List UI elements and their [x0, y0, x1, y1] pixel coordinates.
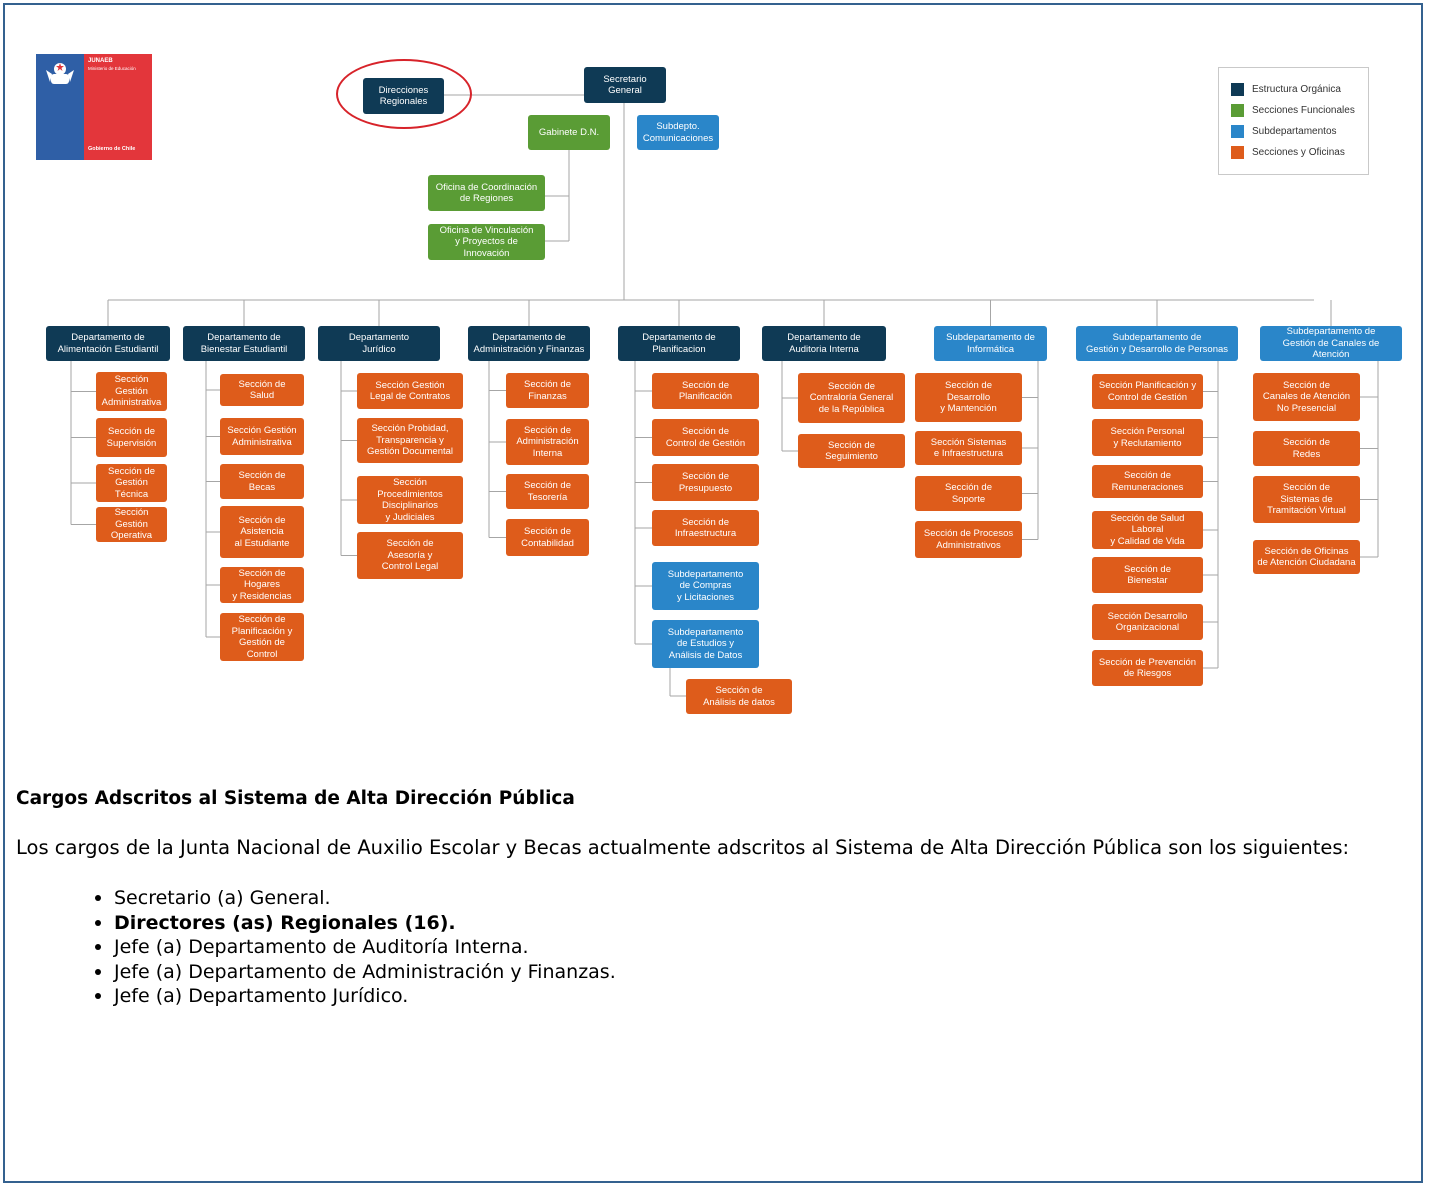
box-section: Sección de Planificación y Gestión de Co… — [220, 613, 304, 661]
box-section: Sección Gestión Administrativa — [220, 418, 304, 455]
list-item-text: Secretario (a) General. — [114, 887, 331, 909]
box-section: Sección Procedimientos Disciplinarios y … — [357, 476, 463, 524]
box-section-analisis: Sección de Análisis de datos — [686, 679, 792, 714]
box-section: Sección de Salud — [220, 374, 304, 406]
list-item-text: Jefe (a) Departamento de Auditoría Inter… — [114, 936, 529, 958]
logo-ministry: Ministerio de Educación — [88, 66, 136, 71]
box-section: Sección de Tesorería — [506, 474, 589, 509]
box-section: Sección de Procesos Administrativos — [915, 521, 1022, 558]
box-department: Departamento de Auditoria Interna — [762, 326, 886, 361]
box-section: Sección de Seguimiento — [798, 434, 905, 468]
section-paragraph: Los cargos de la Junta Nacional de Auxil… — [16, 836, 1350, 859]
box-section: Sección de Hogares y Residencias — [220, 567, 304, 603]
box-section: Sección de Contabilidad — [506, 519, 589, 556]
list-item: Directores (as) Regionales (16). — [16, 911, 1411, 936]
box-section: Sección de Contraloría General de la Rep… — [798, 373, 905, 423]
legend-item: Secciones y Oficinas — [1231, 145, 1345, 159]
box-department: Subdepartamento de Gestión y Desarrollo … — [1076, 326, 1238, 361]
box-department: Departamento de Bienestar Estudiantil — [183, 326, 305, 361]
box-section: Sección de Planificación — [652, 373, 759, 409]
box-section: Sección de Canales de Atención No Presen… — [1253, 373, 1360, 421]
list-item-text: Jefe (a) Departamento de Administración … — [114, 960, 616, 983]
box-department: Departamento Jurídico — [318, 326, 440, 361]
box-department: Subdepartamento de Informática — [934, 326, 1047, 361]
box-section: Sección Gestión Administrativa — [96, 372, 167, 411]
box-subdepto-comunicaciones: Subdepto. Comunicaciones — [637, 115, 719, 150]
logo-blue-panel — [36, 54, 84, 160]
box-section: Sección de Sistemas de Tramitación Virtu… — [1253, 476, 1360, 523]
bullet-icon — [95, 895, 101, 901]
legend-item: Secciones Funcionales — [1231, 103, 1355, 117]
legend-item: Estructura Orgánica — [1231, 82, 1341, 96]
box-section: Sección de Gestión Técnica — [96, 464, 167, 502]
list-item-text: Directores (as) Regionales (16). — [114, 911, 456, 934]
box-section: Sección de Asistencia al Estudiante — [220, 506, 304, 558]
box-gabinete: Gabinete D.N. — [528, 115, 610, 150]
legend-swatch — [1231, 145, 1244, 159]
box-section: Sección Probidad, Transparencia y Gestió… — [357, 418, 463, 463]
bullet-icon — [95, 968, 101, 975]
box-section: Sección de Becas — [220, 464, 304, 499]
box-section: Sección de Presupuesto — [652, 464, 759, 501]
legend-label: Secciones Funcionales — [1252, 104, 1355, 116]
positions-list: Secretario (a) General. Directores (as) … — [16, 886, 1411, 1009]
list-item: Jefe (a) Departamento de Administración … — [16, 960, 1411, 985]
box-section: Sección Desarrollo Organizacional — [1092, 604, 1203, 640]
logo-title: JUNAEB — [88, 58, 113, 64]
box-section: Sección de Soporte — [915, 476, 1022, 511]
box-section: Sección de Salud Laboral y Calidad de Vi… — [1092, 511, 1203, 549]
connector-lines — [70, 94, 1379, 697]
box-section: Subdepartamento de Compras y Licitacione… — [652, 562, 759, 610]
bullet-icon — [95, 919, 101, 926]
highlight-circle — [336, 59, 472, 129]
box-department: Departamento de Administración y Finanza… — [468, 326, 590, 361]
section-heading: Cargos Adscritos al Sistema de Alta Dire… — [16, 788, 575, 809]
box-section: Sección de Redes — [1253, 431, 1360, 466]
box-section: Sección Personal y Reclutamiento — [1092, 419, 1203, 456]
legend-swatch — [1231, 103, 1244, 117]
box-section: Sección de Finanzas — [506, 373, 589, 408]
legend-swatch — [1231, 124, 1244, 138]
box-department: Departamento de Planificacion — [618, 326, 740, 361]
box-oficina-coordinacion: Oficina de Coordinación de Regiones — [428, 175, 545, 211]
box-section: Sección de Infraestructura — [652, 510, 759, 546]
box-section: Sección de Oficinas de Atención Ciudadan… — [1253, 540, 1360, 574]
coat-of-arms-icon — [46, 63, 74, 84]
box-oficina-vinculacion: Oficina de Vinculación y Proyectos de In… — [428, 224, 545, 260]
box-section: Sección Gestión Legal de Contratos — [357, 373, 463, 409]
logo-footer: Gobierno de Chile — [88, 146, 136, 152]
logo-red-panel — [84, 54, 152, 160]
legend-label: Estructura Orgánica — [1252, 83, 1341, 95]
legend-label: Secciones y Oficinas — [1252, 146, 1345, 158]
bullet-icon — [95, 944, 101, 950]
box-department: Departamento de Alimentación Estudiantil — [46, 326, 170, 361]
legend-item: Subdepartamentos — [1231, 124, 1337, 138]
box-section: Subdepartamento de Estudios y Análisis d… — [652, 620, 759, 668]
box-section: Sección Gestión Operativa — [96, 507, 167, 542]
list-item-text: Jefe (a) Departamento Jurídico. — [114, 985, 409, 1007]
box-section: Sección de Prevención de Riesgos — [1092, 650, 1203, 686]
box-section: Sección de Asesoría y Control Legal — [357, 532, 463, 579]
list-item: Secretario (a) General. — [16, 886, 1411, 911]
box-section: Sección Sistemas e Infraestructura — [915, 431, 1022, 465]
box-section: Sección de Control de Gestión — [652, 419, 759, 456]
box-department: Subdepartamento de Gestión de Canales de… — [1260, 326, 1402, 361]
list-item: Jefe (a) Departamento de Auditoría Inter… — [16, 935, 1411, 960]
box-section: Sección Planificación y Control de Gesti… — [1092, 374, 1203, 409]
list-item: Jefe (a) Departamento Jurídico. — [16, 984, 1411, 1009]
box-section: Sección de Desarrollo y Mantención — [915, 373, 1022, 422]
junaeb-logo: JUNAEB Ministerio de Educación Gobierno … — [36, 54, 152, 160]
legend: Estructura Orgánica Secciones Funcionale… — [1218, 67, 1369, 175]
box-section: Sección de Remuneraciones — [1092, 465, 1203, 498]
legend-swatch — [1231, 82, 1244, 96]
box-section: Sección de Bienestar — [1092, 557, 1203, 593]
bullet-icon — [95, 993, 101, 999]
text-section: Cargos Adscritos al Sistema de Alta Dire… — [16, 788, 1411, 1009]
box-secretario-general: Secretario General — [584, 67, 666, 103]
legend-label: Subdepartamentos — [1252, 125, 1337, 137]
box-section: Sección de Administración Interna — [506, 419, 589, 465]
box-section: Sección de Supervisión — [96, 418, 167, 457]
